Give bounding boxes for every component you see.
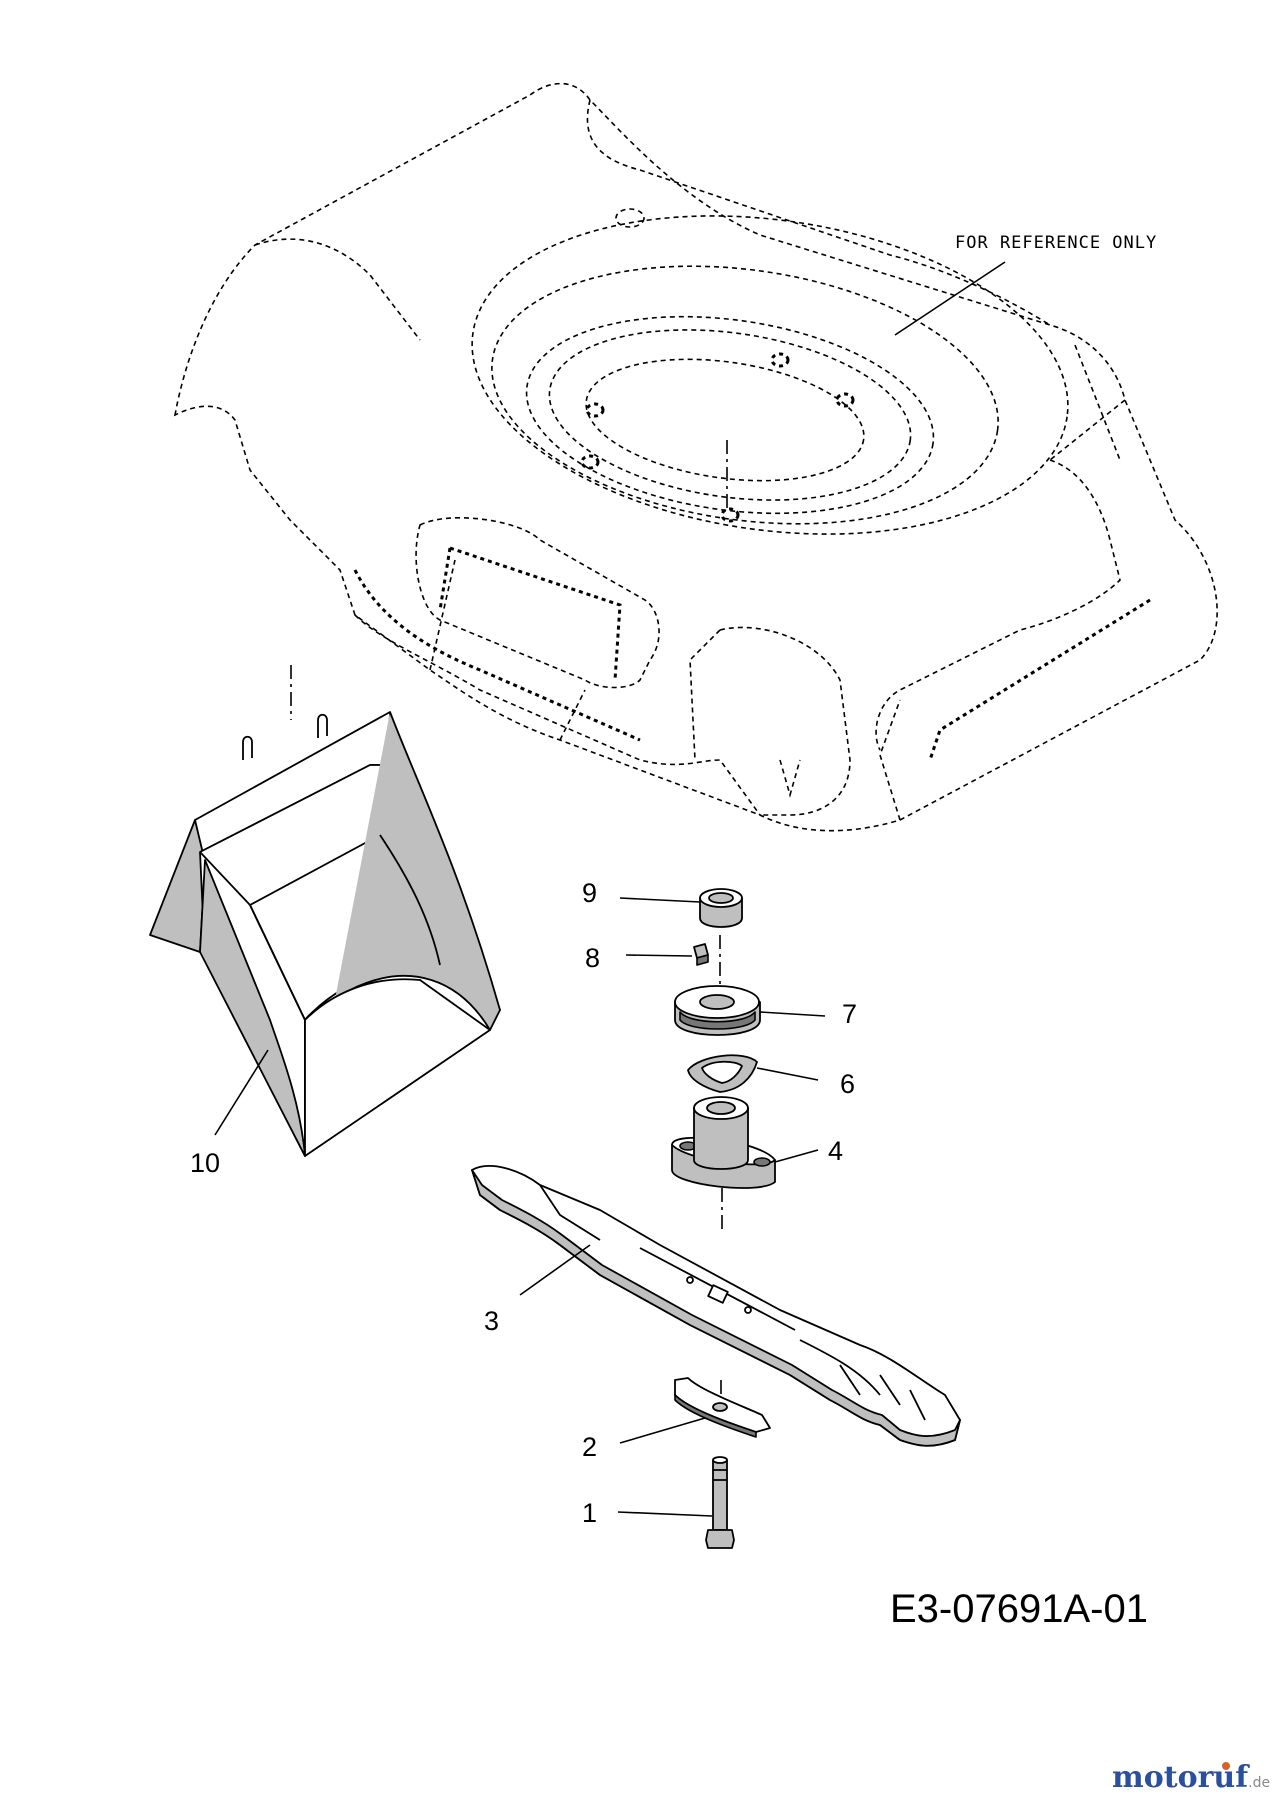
callout-7: 7: [842, 999, 857, 1029]
part-10-deflector: [149, 665, 501, 1157]
callout-1: 1: [582, 1498, 597, 1528]
leader-1: [617, 1511, 713, 1517]
leader-2: [619, 1417, 706, 1444]
watermark-tld: .de: [1248, 1775, 1270, 1791]
part-2-plate: [674, 1377, 771, 1438]
part-6-washer: [687, 1054, 758, 1093]
callout-8: 8: [585, 943, 600, 973]
mower-deck-reference: [173, 82, 1218, 832]
leader-8: [625, 954, 693, 957]
part-8-key: [693, 943, 709, 966]
leader-3: [519, 1244, 591, 1296]
leader-9: [619, 897, 701, 903]
part-7-pulley: [674, 985, 761, 1036]
callout-9: 9: [582, 878, 597, 908]
leader-6: [756, 1067, 819, 1081]
drawing-code: E3-07691A-01: [890, 1587, 1148, 1631]
callout-3: 3: [484, 1306, 499, 1336]
callout-4: 4: [828, 1136, 843, 1166]
callout-2: 2: [582, 1432, 597, 1462]
leader-4: [774, 1149, 819, 1163]
reference-note: FOR REFERENCE ONLY: [955, 233, 1157, 253]
svg-text:motoruf.de: motoruf.de: [1112, 1760, 1270, 1795]
callout-10: 10: [190, 1148, 220, 1178]
part-9-spacer: [699, 888, 743, 928]
motoruf-watermark: motoruf.de: [1112, 1760, 1270, 1795]
leader-10: [214, 1049, 269, 1136]
part-3-blade: [471, 1165, 961, 1447]
part-4-adapter: [671, 1096, 776, 1189]
part-1-bolt: [705, 1456, 735, 1549]
leader-7: [759, 1011, 826, 1017]
callout-6: 6: [840, 1069, 855, 1099]
reference-leader: [894, 261, 1006, 336]
